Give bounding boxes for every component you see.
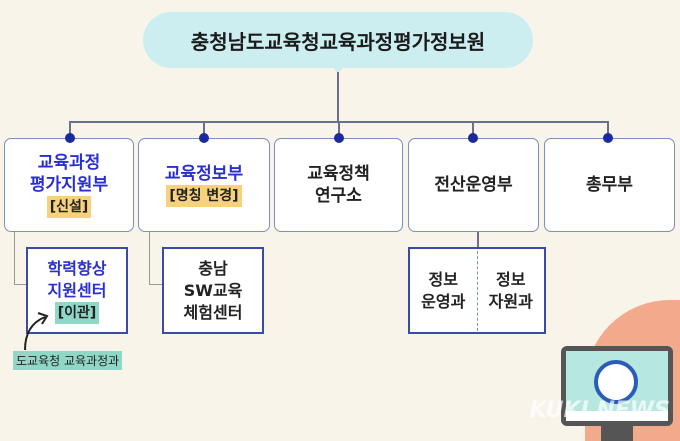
org-title: 충청남도교육청교육과정평가정보원 <box>143 12 533 68</box>
connector <box>477 232 479 248</box>
logo-emblem <box>594 360 638 404</box>
connector <box>69 121 71 138</box>
unit-name: 충남 <box>198 258 228 278</box>
sub-sw-center: 충남 SW교육 체험센터 <box>162 247 264 334</box>
node-dot <box>199 133 209 143</box>
dept-name: 총무부 <box>586 175 633 195</box>
unit-name: SW교육 <box>183 280 243 300</box>
monitor-stand <box>601 426 633 441</box>
dept-general-affairs: 총무부 <box>544 138 675 232</box>
computer-icon <box>561 346 673 426</box>
connector <box>203 121 205 138</box>
dept-name: 교육정책 <box>307 164 370 184</box>
node-dot <box>334 133 344 143</box>
dept-name: 교육정보부 <box>164 164 244 184</box>
dept-curriculum-eval: 교육과정 평가지원부 [신설] <box>4 138 134 232</box>
dept-name: 전산운영부 <box>434 175 513 195</box>
new-badge: [신설] <box>46 196 92 218</box>
node-dot <box>603 133 613 143</box>
bubble-tail <box>328 62 348 74</box>
unit-name: 학력향상 <box>47 258 107 278</box>
node-dot <box>65 133 75 143</box>
renamed-badge: [명칭 변경] <box>166 185 242 207</box>
unit-name: 자원과 <box>488 291 533 311</box>
connector <box>337 72 339 122</box>
dept-computing: 전산운영부 <box>408 138 539 232</box>
node-dot <box>468 133 478 143</box>
dept-policy-institute: 교육정책 연구소 <box>274 138 403 232</box>
sub-computing-teams: 정보 운영과 정보 자원과 <box>408 247 546 334</box>
unit-name: 지원센터 <box>47 280 107 300</box>
watermark: KUKI NEWS <box>529 398 670 423</box>
unit-name: 정보 <box>496 269 526 289</box>
team-info-resources: 정보 자원과 <box>478 269 545 313</box>
dept-name: 교육과정 <box>37 153 101 173</box>
sub-academic-center: 학력향상 지원센터 [이관] <box>26 247 128 334</box>
curved-arrow-icon <box>24 312 49 351</box>
connector <box>607 121 609 138</box>
connector <box>472 121 474 138</box>
unit-name: 체험센터 <box>183 302 243 322</box>
unit-name: 정보 <box>428 269 458 289</box>
connector <box>149 232 174 285</box>
connector <box>338 121 340 138</box>
dept-name: 평가지원부 <box>29 175 109 195</box>
dept-edu-info: 교육정보부 [명칭 변경] <box>138 138 270 232</box>
team-info-ops: 정보 운영과 <box>410 250 478 331</box>
unit-name: 운영과 <box>421 291 466 311</box>
source-note: 도교육청 교육과정과 <box>13 351 123 370</box>
dept-name: 연구소 <box>315 186 362 206</box>
transfer-badge: [이관] <box>54 301 100 324</box>
